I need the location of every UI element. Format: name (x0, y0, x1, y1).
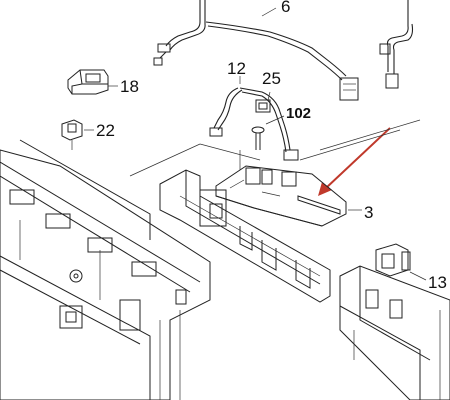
callout-18: 18 (120, 77, 139, 96)
callout-3: 3 (364, 203, 373, 222)
callout-22: 22 (96, 121, 115, 140)
callout-6-partial: 6 (281, 0, 290, 16)
part-22-clip: 22 (61, 119, 115, 150)
part-12-harness: 12 (209, 59, 299, 161)
red-pointer-arrow (318, 127, 391, 196)
lower-right-bracket (339, 265, 450, 400)
callout-25: 25 (262, 69, 281, 88)
top-cable-harness: 6 (153, 0, 359, 101)
callout-102: 102 (286, 105, 311, 122)
part-18-bracket: 18 (67, 69, 139, 96)
callout-13: 13 (428, 273, 447, 292)
part-25-clamp: 25 (255, 69, 281, 113)
right-cable (379, 0, 414, 89)
part-13-connector: 13 (375, 243, 447, 292)
background-frame-lines (129, 119, 421, 177)
callout-12: 12 (227, 59, 246, 78)
left-chassis-frame (0, 139, 211, 400)
board-mount-rail (159, 169, 331, 303)
part-102-screw: 102 (251, 105, 311, 150)
part-3-circuit-board: 3 (215, 165, 373, 227)
